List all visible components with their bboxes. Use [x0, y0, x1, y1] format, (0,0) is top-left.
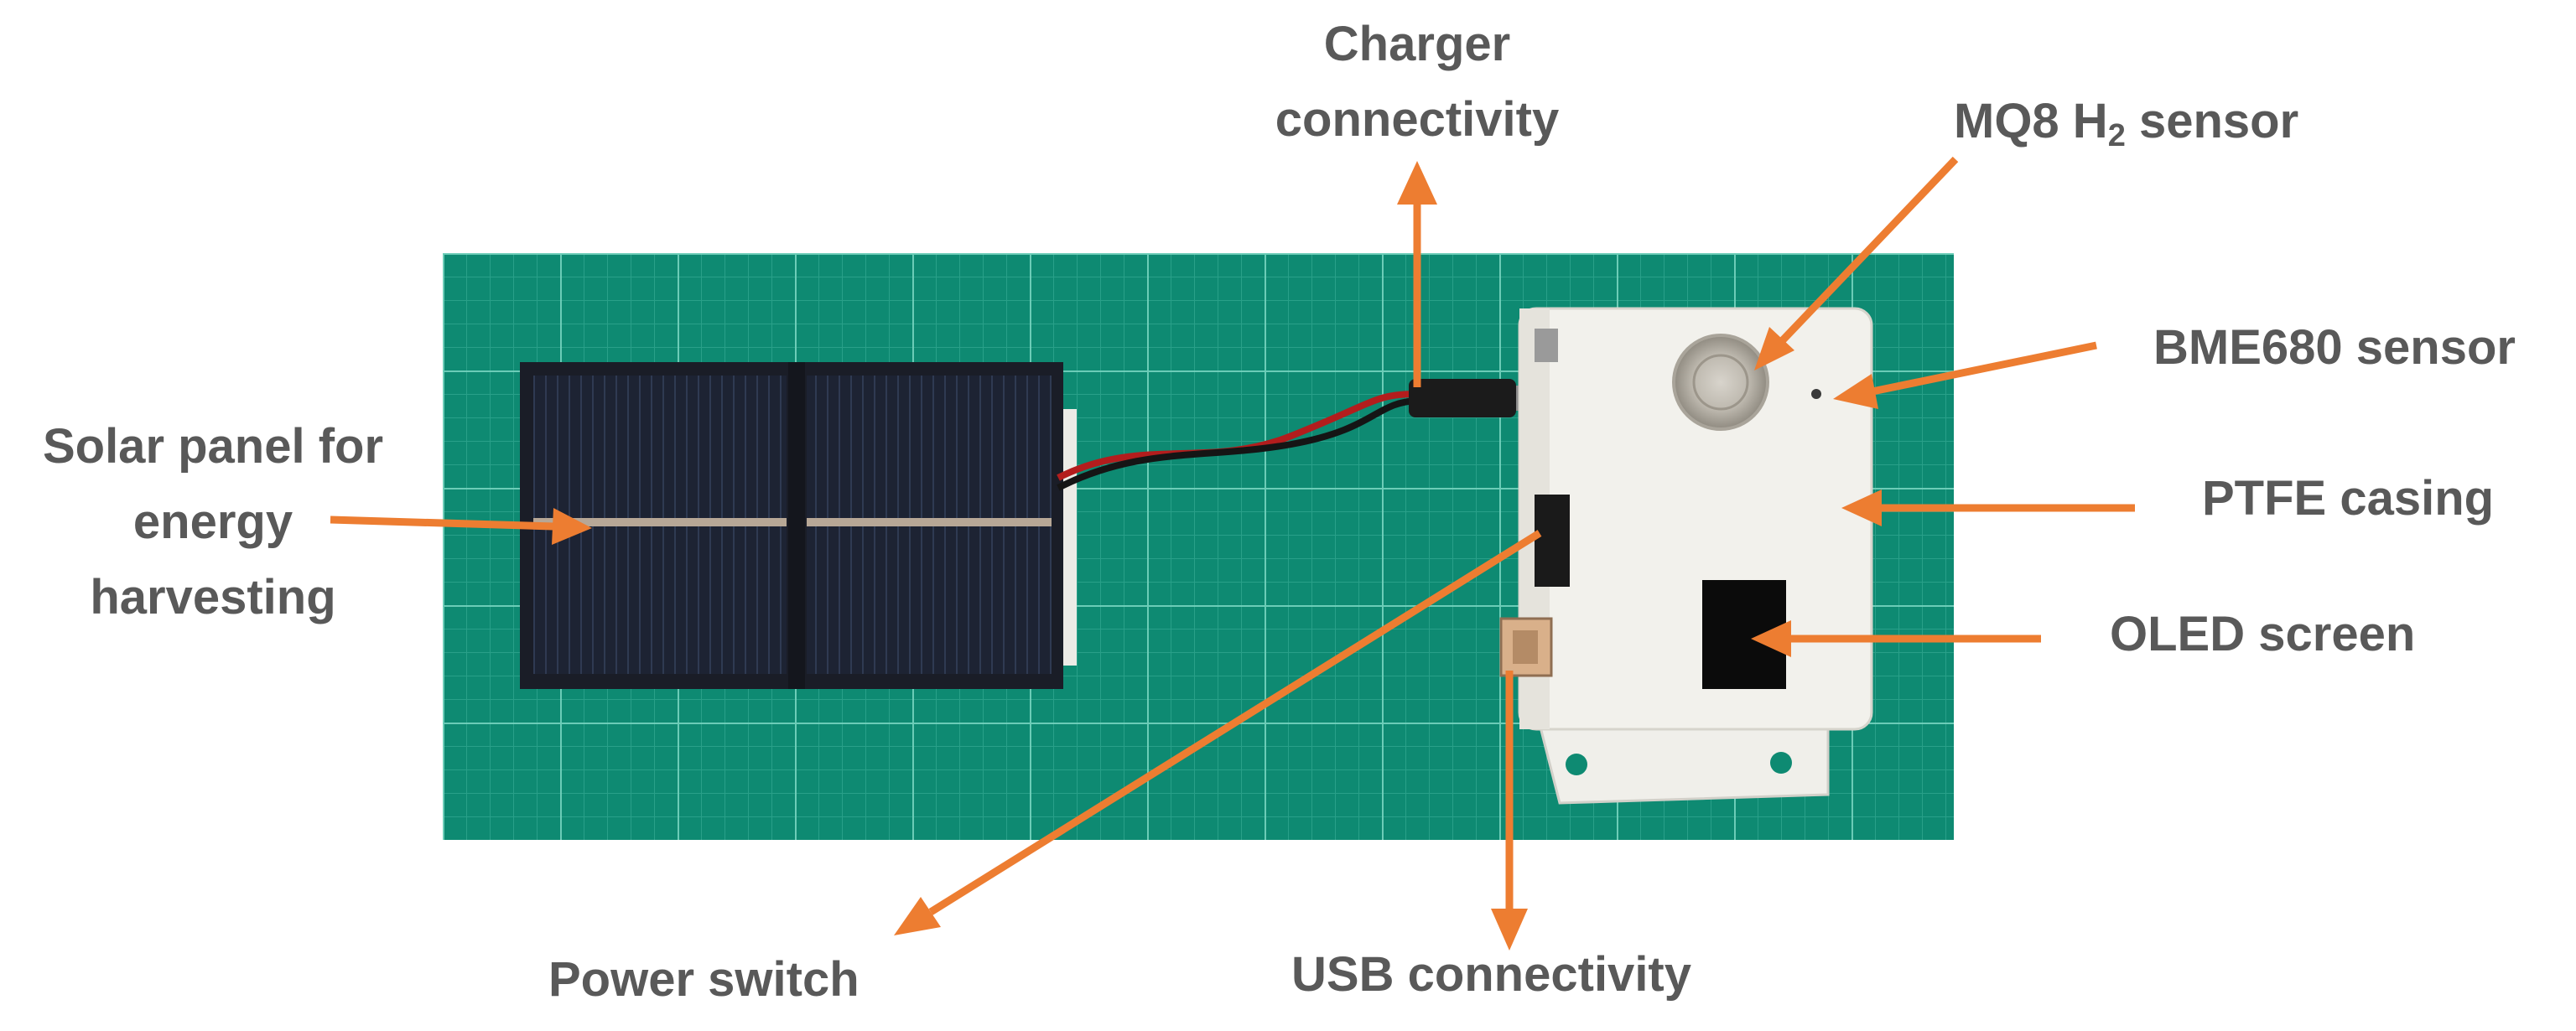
- label-usb-connectivity: USB connectivity: [1291, 947, 1691, 1002]
- arrowhead-bme680: [1833, 374, 1878, 409]
- arrow-power-switch: [928, 530, 1542, 915]
- arrow-bme680: [1867, 341, 2097, 396]
- arrow-solar: [330, 516, 554, 531]
- label-solar-line3: harvesting: [90, 570, 336, 624]
- solar-panel: [520, 362, 1077, 689]
- label-power-switch: Power switch: [548, 952, 860, 1007]
- arrow-mq8: [1776, 156, 1959, 347]
- label-mq8-sensor: MQ8 H2 sensor: [1954, 84, 2298, 159]
- arrowhead-charger: [1397, 161, 1437, 205]
- label-charger-line1: Charger: [1323, 17, 1511, 71]
- arrowhead-solar: [552, 508, 592, 545]
- arrowhead-usb: [1491, 909, 1528, 951]
- label-mq8-subscript: 2: [2107, 118, 2126, 153]
- label-ptfe-casing: PTFE casing: [2202, 471, 2495, 526]
- label-solar-line2: energy: [132, 495, 293, 549]
- label-solar-line1: Solar panel for: [42, 419, 384, 474]
- arrowhead-oled: [1751, 620, 1791, 657]
- label-mq8-prefix: MQ8 H: [1954, 94, 2108, 148]
- arrowhead-power-switch: [894, 897, 941, 935]
- label-oled-screen: OLED screen: [2110, 607, 2416, 661]
- label-mq8-suffix: sensor: [2125, 94, 2299, 148]
- label-charger-connectivity: Charger connectivity: [1233, 7, 1602, 158]
- label-solar-panel: Solar panel for energy harvesting: [3, 409, 423, 635]
- label-charger-line2: connectivity: [1275, 92, 1560, 147]
- label-bme680-sensor: BME680 sensor: [2153, 320, 2516, 375]
- arrowhead-ptfe: [1841, 490, 1882, 526]
- arrowhead-mq8: [1754, 327, 1794, 370]
- ptfe-casing-body: [1499, 307, 1873, 805]
